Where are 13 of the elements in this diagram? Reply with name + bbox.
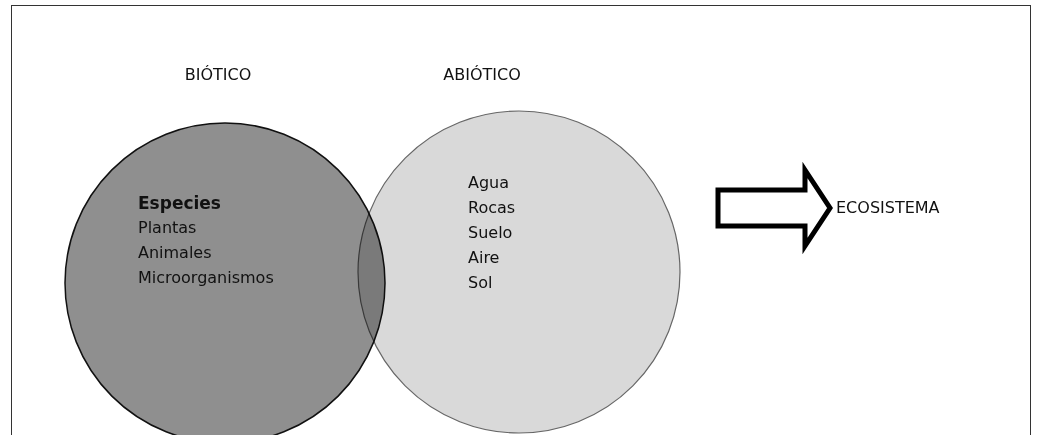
set-title: BIÓTICO: [184, 65, 252, 85]
list-item: Animales: [138, 243, 212, 263]
list-item: Plantas: [138, 218, 197, 238]
set-title: ABIÓTICO: [443, 65, 521, 85]
list-heading: Especies: [138, 193, 221, 213]
list-item: Sol: [468, 273, 493, 293]
list-item: Microorganismos: [138, 268, 274, 288]
list-item: Suelo: [468, 223, 513, 243]
block-arrow: [715, 161, 833, 255]
list-item: Agua: [468, 173, 510, 193]
list-item: Rocas: [468, 198, 516, 218]
list-item: Aire: [468, 248, 500, 268]
result-label: ECOSISTEMA: [836, 198, 940, 218]
